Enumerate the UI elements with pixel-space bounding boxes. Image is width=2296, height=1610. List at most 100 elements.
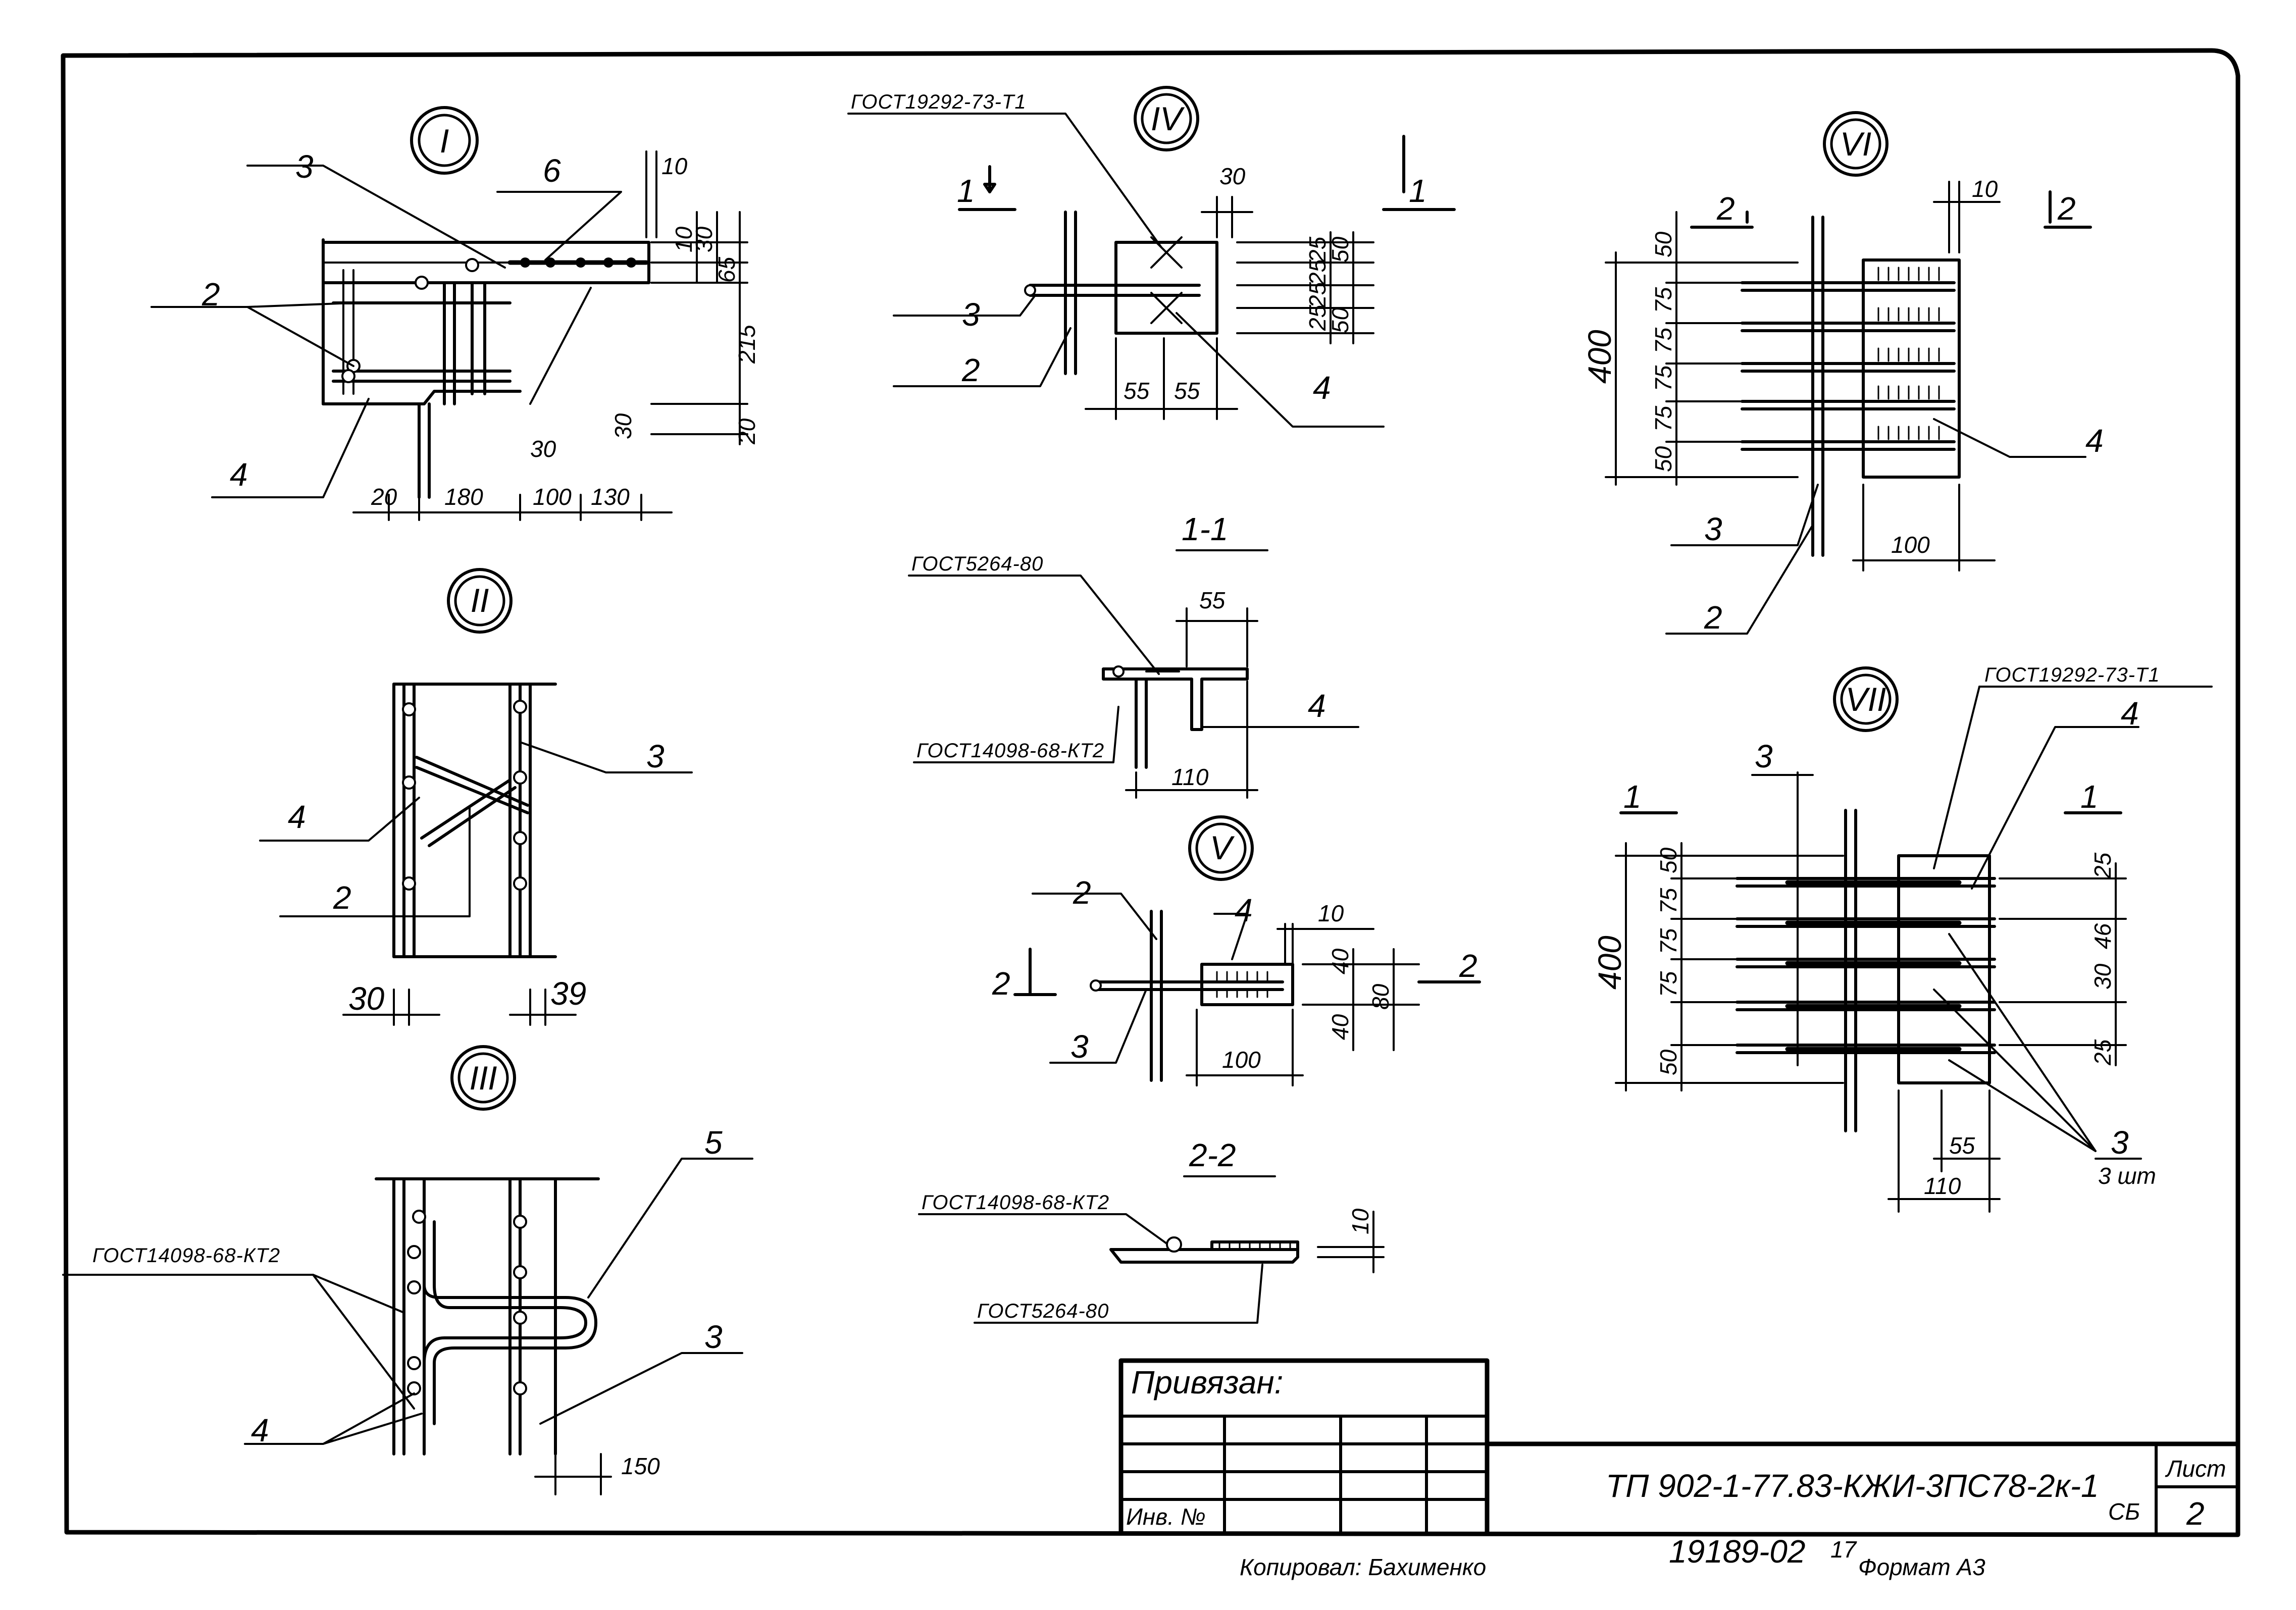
pos-label: 4	[2085, 423, 2104, 459]
gost-label: ГОСТ19292-73-Т1	[851, 91, 1027, 113]
dim-label: 100	[1222, 1047, 1261, 1073]
dim-label: 75	[1650, 365, 1676, 391]
pos-label: 2	[961, 352, 980, 388]
cut-mark: 1	[1623, 778, 1642, 815]
section-title: 2-2	[1189, 1137, 1236, 1173]
pos-label: 2	[1704, 599, 1722, 636]
pos-label: 4	[1313, 370, 1331, 406]
cut-mark: 1	[2080, 778, 2099, 815]
inv-label: Инв. №	[1126, 1503, 1206, 1530]
cut-mark: 1	[957, 173, 975, 209]
dim-label: 100	[533, 484, 572, 510]
dim-label: 75	[1655, 888, 1681, 914]
dim-label: 39	[550, 975, 586, 1012]
dim-label: 50	[1650, 231, 1676, 257]
sheet-number: 2	[2186, 1495, 2205, 1532]
dim-label: 55	[1199, 587, 1226, 613]
dim-label: 10	[671, 226, 697, 252]
pos-label: 2	[201, 276, 220, 313]
dim-label: 25	[1304, 236, 1331, 263]
detail-mark-VII	[1833, 666, 1899, 732]
pos-label: 3	[1704, 511, 1722, 547]
gost-label: ГОСТ14098-68-КТ2	[916, 740, 1104, 762]
privyazan-label: Привязан:	[1131, 1364, 1283, 1400]
dim-label: 75	[1650, 287, 1676, 313]
sheet-frame	[61, 48, 2240, 1537]
dim-label: 25	[2089, 852, 2116, 879]
gost-label: ГОСТ19292-73-Т1	[1984, 664, 2160, 686]
cut-mark: 2	[2057, 190, 2076, 227]
pos-label: 4	[288, 799, 306, 835]
copied-by: Копировал: Бахименко	[1240, 1554, 1486, 1580]
detail-VII: VII ГОСТ19292-73-Т1 4 1 1 3 3 3 шт 50 75…	[1592, 664, 2213, 1213]
dim-label: 50	[1655, 847, 1681, 873]
drawing-code: ТП 902-1-77.83-КЖИ-3ПС78-2к-1	[1606, 1468, 2099, 1504]
dim-label: 80	[1367, 983, 1394, 1010]
title-block: Привязан: Инв. № ТП 902-1-77.83-КЖИ-3ПС7…	[1118, 1358, 2240, 1535]
pos-label: 3	[1755, 738, 1773, 774]
format-label: Формат А3	[1858, 1554, 1985, 1580]
detail-mark-IV-text: IV	[1151, 100, 1185, 137]
detail-III: III ГОСТ14098-68-КТ2 5 3 4 150	[62, 1045, 753, 1495]
dim-label: 75	[1655, 971, 1681, 997]
gost-label: ГОСТ14098-68-КТ2	[922, 1191, 1109, 1214]
dim-label: 55	[1949, 1132, 1975, 1159]
cut-mark: 2	[1459, 948, 1477, 984]
dim-label: 110	[1924, 1173, 1961, 1199]
dim-label: 10	[1318, 900, 1344, 926]
archive-number-2: 17	[1830, 1536, 1857, 1563]
pos-label: 4	[230, 456, 248, 493]
pos-label: 3	[704, 1319, 723, 1355]
dim-label: 30	[691, 226, 717, 252]
detail-mark-II-text: II	[471, 582, 489, 619]
detail-VI: VI 2 2 4 3 2 50 75 75 75 75 50 400 10 10…	[1581, 111, 2104, 636]
pos-label: 5	[704, 1124, 723, 1161]
detail-mark-III	[450, 1045, 516, 1111]
dim-label: 65	[713, 256, 740, 283]
dim-label: 40	[1327, 1014, 1353, 1040]
dim-label: 30	[1219, 163, 1246, 189]
pos-label: 3	[646, 738, 665, 774]
cut-mark: 2	[992, 965, 1010, 1002]
dim-label: 20	[734, 418, 760, 445]
cut-mark: 1	[1409, 173, 1427, 209]
dim-label: 150	[621, 1453, 660, 1479]
dim-label: 75	[1655, 928, 1681, 954]
pos-label: 2	[1073, 874, 1091, 911]
drawing-code-sub: СБ	[2108, 1498, 2140, 1525]
pos-label: 3	[2111, 1124, 2129, 1161]
detail-mark-I-text: I	[440, 122, 449, 160]
detail-mark-V	[1188, 815, 1254, 881]
dim-label: 30	[530, 436, 556, 462]
dim-label: 50	[1327, 236, 1353, 263]
detail-IV: IV ГОСТ19292-73-Т1 1 1 3 2 4 30 25 25 50…	[847, 86, 1456, 428]
dim-label: 215	[734, 325, 760, 364]
dim-label: 30	[348, 980, 385, 1017]
pos-label: 2	[333, 879, 351, 916]
pos-label: 4	[1235, 892, 1253, 928]
dim-label: 50	[1650, 446, 1676, 472]
dim-label: 100	[1891, 532, 1930, 558]
pos-label: 3	[962, 296, 980, 333]
dim-label: 25	[2089, 1039, 2116, 1066]
dim-label: 10	[661, 153, 688, 179]
pos-label: 4	[2121, 695, 2139, 732]
gost-label: ГОСТ14098-68-КТ2	[92, 1244, 280, 1267]
gost-label: ГОСТ5264-80	[977, 1300, 1109, 1322]
sheet-label: Лист	[2165, 1456, 2226, 1482]
dim-label: 75	[1650, 405, 1676, 432]
detail-mark-VI	[1823, 111, 1889, 177]
dim-label: 25	[1304, 282, 1331, 308]
gost-label: ГОСТ5264-80	[911, 553, 1043, 575]
qty-label: 3 шт	[2098, 1163, 2156, 1189]
detail-mark-VII-text: VII	[1846, 681, 1886, 718]
detail-mark-VI-text: VI	[1840, 125, 1871, 163]
detail-V: V 2 4 3 2 2 10 40 80 40 100	[992, 815, 1481, 1086]
detail-I: I 3 6 2 4	[150, 106, 760, 521]
detail-mark-IV	[1134, 86, 1199, 151]
footer: Копировал: Бахименко 19189-02 17 Формат …	[1240, 1533, 1985, 1580]
pos-label: 3	[1070, 1028, 1089, 1065]
pos-label: 4	[251, 1412, 269, 1448]
dim-label: 130	[591, 484, 630, 510]
